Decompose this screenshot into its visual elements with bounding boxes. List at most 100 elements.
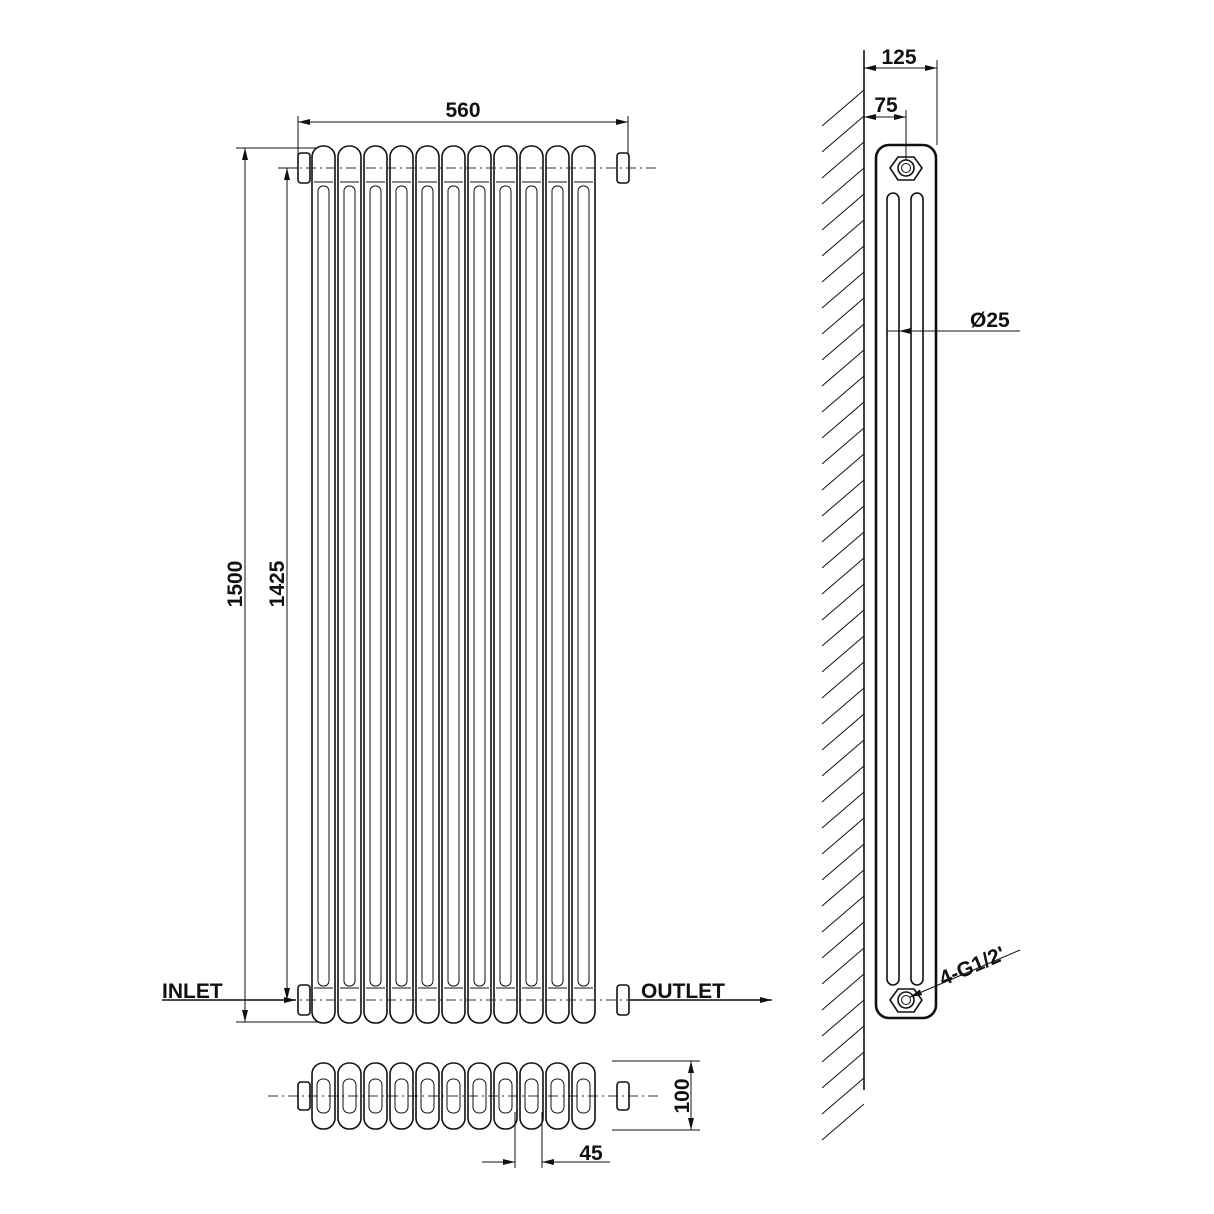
side-tube-slot-rear: [886, 192, 900, 986]
hatch-line: [821, 89, 865, 127]
plan-column-inner: [550, 1078, 565, 1114]
plan-left-spigot: [297, 1081, 311, 1111]
inlet-label: INLET: [162, 980, 223, 1003]
column-outer: [415, 145, 440, 1024]
plan-column-inner: [524, 1078, 539, 1114]
hatch-line: [821, 167, 865, 205]
side-depth-label: 125: [881, 46, 916, 69]
hatch-line: [821, 245, 865, 283]
front-column: [389, 145, 414, 1024]
front-column: [311, 145, 336, 1024]
hatch-line: [821, 479, 865, 517]
hatch-line: [821, 297, 865, 335]
wall-hatching: [821, 89, 865, 1141]
column-inner: [395, 185, 408, 987]
hatch-line: [821, 323, 865, 361]
column-inner: [421, 185, 434, 987]
width-dimension-label: 560: [445, 99, 480, 122]
hatch-line: [821, 271, 865, 309]
front-column: [493, 145, 518, 1024]
plan-columns: [311, 1062, 596, 1130]
front-column: [467, 145, 492, 1024]
plan-column: [389, 1062, 414, 1130]
bottom-connector-nut: [889, 988, 923, 1013]
hatch-line: [821, 661, 865, 699]
front-view: 560 1500 1425 INLET OUTLET: [162, 99, 772, 1024]
plan-column: [415, 1062, 440, 1130]
outlet-label: OUTLET: [641, 980, 725, 1003]
hatch-line: [821, 557, 865, 595]
front-column: [363, 145, 388, 1024]
plan-column: [337, 1062, 362, 1130]
side-view: 125 75 Ø25 4-G1/2': [821, 46, 1021, 1141]
hatch-line: [821, 921, 865, 959]
plan-column-inner: [316, 1078, 331, 1114]
hatch-line: [821, 583, 865, 621]
connection-label: 4-G1/2': [936, 942, 1009, 990]
plan-column-inner: [368, 1078, 383, 1114]
hatch-line: [821, 427, 865, 465]
front-column: [571, 145, 596, 1024]
plan-column-inner: [342, 1078, 357, 1114]
column-inner: [317, 185, 330, 987]
plan-column-outer: [389, 1062, 414, 1130]
centers-height-label: 1425: [266, 560, 289, 607]
hatch-line: [821, 635, 865, 673]
hatch-line: [821, 687, 865, 725]
pitch-label: 45: [579, 1142, 603, 1165]
overall-height-label: 1500: [224, 561, 247, 608]
plan-column-outer: [545, 1062, 570, 1130]
column-inner: [525, 185, 538, 987]
top-connector-nut: [889, 156, 923, 181]
column-inner: [447, 185, 460, 987]
column-outer: [363, 145, 388, 1024]
hatch-line: [821, 739, 865, 777]
plan-column-inner: [576, 1078, 591, 1114]
column-inner: [551, 185, 564, 987]
column-inner: [343, 185, 356, 987]
plan-column-outer: [493, 1062, 518, 1130]
column-outer: [311, 145, 336, 1024]
plan-column: [311, 1062, 336, 1130]
hatch-line: [821, 713, 865, 751]
hatch-line: [821, 869, 865, 907]
hatch-line: [821, 375, 865, 413]
column-outer: [571, 145, 596, 1024]
hatch-line: [821, 349, 865, 387]
side-offset-label: 75: [874, 94, 898, 117]
plan-right-spigot: [616, 1081, 630, 1111]
plan-column-outer: [441, 1062, 466, 1130]
top-connector: [889, 156, 923, 181]
plan-column: [519, 1062, 544, 1130]
top-connector-bore: [897, 159, 915, 177]
bottom-connector: [889, 988, 923, 1013]
hatch-line: [821, 1077, 865, 1115]
front-columns: [311, 145, 596, 1024]
hatch-line: [821, 765, 865, 803]
column-inner: [369, 185, 382, 987]
front-column: [441, 145, 466, 1024]
front-column: [337, 145, 362, 1024]
plan-column-inner: [498, 1078, 513, 1114]
plan-column-outer: [467, 1062, 492, 1130]
column-inner: [577, 185, 590, 987]
plan-column-outer: [519, 1062, 544, 1130]
plan-depth-label: 100: [671, 1078, 694, 1113]
column-outer: [337, 145, 362, 1024]
hatch-line: [821, 531, 865, 569]
hatch-line: [821, 843, 865, 881]
column-outer: [441, 145, 466, 1024]
hatch-line: [821, 505, 865, 543]
plan-column: [467, 1062, 492, 1130]
front-column: [519, 145, 544, 1024]
hatch-line: [821, 1103, 865, 1141]
plan-column-inner: [446, 1078, 461, 1114]
plan-column-inner: [420, 1078, 435, 1114]
plan-column: [493, 1062, 518, 1130]
column-inner: [499, 185, 512, 987]
hatch-line: [821, 193, 865, 231]
hatch-line: [821, 947, 865, 985]
bottom-connector-bore: [897, 991, 915, 1009]
plan-column: [571, 1062, 596, 1130]
hatch-line: [821, 973, 865, 1011]
